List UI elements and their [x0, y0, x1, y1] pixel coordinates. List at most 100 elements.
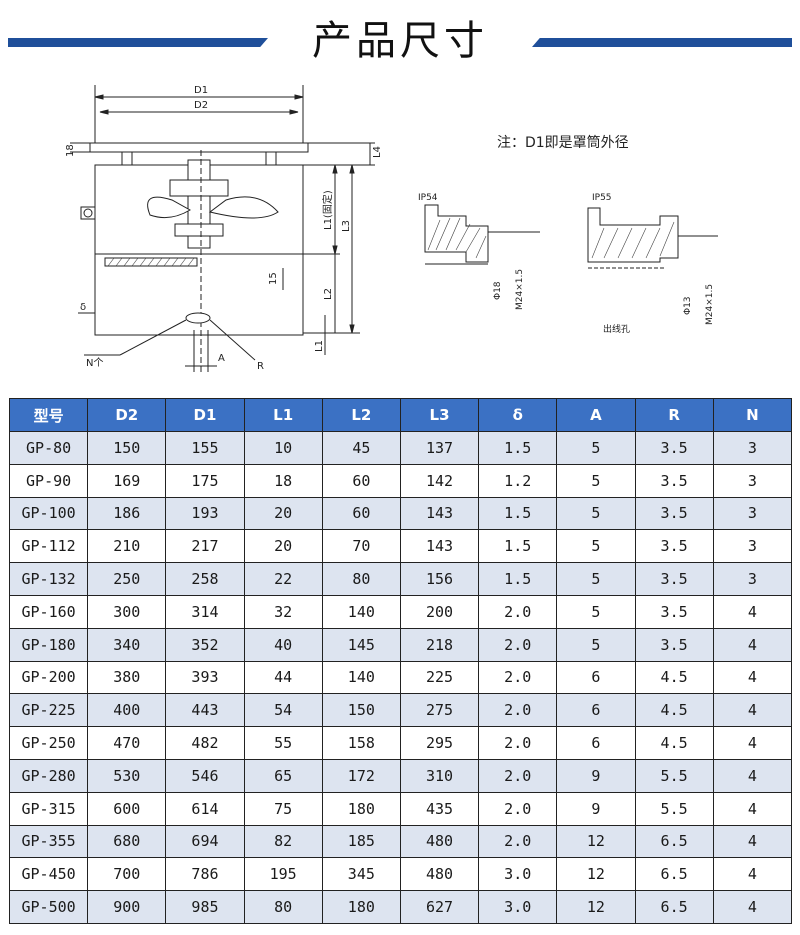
- table-cell: 55: [243, 726, 323, 760]
- table-cell: GP-250: [8, 726, 89, 760]
- table-cell: 142: [399, 463, 480, 498]
- table-cell: 4: [712, 693, 793, 728]
- table-cell: 4: [712, 791, 793, 826]
- table-cell: 20: [243, 529, 323, 564]
- table-cell: 155: [165, 431, 245, 465]
- table-cell: 3: [712, 562, 793, 596]
- table-cell: 2.0: [478, 660, 558, 695]
- table-cell: 200: [399, 594, 480, 629]
- table-cell: 180: [321, 791, 401, 826]
- table-cell: 482: [165, 726, 245, 760]
- table-cell: 3.5: [634, 562, 714, 596]
- table-cell: GP-200: [8, 660, 89, 695]
- table-cell: GP-355: [8, 824, 89, 859]
- table-cell: 2.0: [478, 726, 558, 760]
- col-header-l2: L2: [321, 398, 401, 432]
- table-cell: 60: [321, 463, 401, 498]
- table-cell: 54: [243, 693, 323, 728]
- table-cell: 2.0: [478, 627, 558, 662]
- table-cell: 250: [87, 562, 167, 596]
- table-cell: GP-450: [8, 857, 89, 892]
- table-cell: 470: [87, 726, 167, 760]
- table-cell: 2.0: [478, 693, 558, 728]
- title-bar-right: [532, 38, 792, 47]
- label-m24-a: M24×1.5: [515, 269, 525, 310]
- table-cell: 4: [712, 660, 793, 695]
- table-cell: 300: [87, 594, 167, 629]
- table-cell: 80: [321, 562, 401, 596]
- table-cell: GP-90: [8, 463, 89, 498]
- table-cell: 4.5: [634, 693, 714, 728]
- label-r: R: [257, 361, 264, 372]
- table-cell: 70: [321, 529, 401, 564]
- label-outlet: 出线孔: [603, 323, 630, 335]
- table-cell: 480: [399, 824, 480, 859]
- table-cell: 6: [556, 660, 636, 695]
- table-cell: 4: [712, 594, 793, 629]
- table-cell: 530: [87, 758, 167, 793]
- table-cell: 380: [87, 660, 167, 695]
- table-cell: GP-180: [8, 627, 89, 662]
- table-cell: 4: [712, 627, 793, 662]
- table-cell: 18: [243, 463, 323, 498]
- col-header-model: 型号: [8, 398, 89, 432]
- label-delta: δ: [80, 302, 86, 313]
- table-cell: 3.5: [634, 431, 714, 465]
- table-cell: 680: [87, 824, 167, 859]
- table-cell: 275: [399, 693, 480, 728]
- col-header-r: R: [634, 398, 714, 432]
- table-cell: GP-132: [8, 562, 89, 596]
- table-cell: 143: [399, 496, 480, 531]
- table-cell: 45: [321, 431, 401, 465]
- table-cell: 546: [165, 758, 245, 793]
- table-cell: 3.5: [634, 463, 714, 498]
- table-cell: GP-80: [8, 431, 89, 465]
- table-cell: 2.0: [478, 791, 558, 826]
- label-a: A: [218, 353, 225, 364]
- table-cell: 145: [321, 627, 401, 662]
- table-cell: 614: [165, 791, 245, 826]
- table-cell: 5: [556, 463, 636, 498]
- table-cell: 75: [243, 791, 323, 826]
- title-section: 产品尺寸: [0, 0, 800, 80]
- table-cell: 12: [556, 890, 636, 924]
- label-l1-fixed: L1(固定): [321, 190, 334, 230]
- table-cell: 3: [712, 431, 793, 465]
- table-cell: 345: [321, 857, 401, 892]
- table-cell: 1.5: [478, 529, 558, 564]
- table-cell: 44: [243, 660, 323, 695]
- table-cell: 5.5: [634, 758, 714, 793]
- table-cell: GP-280: [8, 758, 89, 793]
- col-header-l1: L1: [243, 398, 323, 432]
- label-phi18: Φ18: [493, 281, 503, 300]
- label-18: 18: [65, 144, 76, 157]
- table-cell: 6: [556, 693, 636, 728]
- table-cell: 340: [87, 627, 167, 662]
- table-cell: 3.5: [634, 627, 714, 662]
- table-cell: 218: [399, 627, 480, 662]
- table-cell: 1.5: [478, 431, 558, 465]
- table-cell: 6.5: [634, 824, 714, 859]
- table-cell: 4.5: [634, 660, 714, 695]
- note-text: 注：D1即是罩筒外径: [497, 135, 629, 151]
- table-cell: 158: [321, 726, 401, 760]
- table-cell: 2.0: [478, 594, 558, 629]
- table-cell: 5: [556, 496, 636, 531]
- table-cell: 12: [556, 824, 636, 859]
- table-cell: 150: [87, 431, 167, 465]
- table-cell: 627: [399, 890, 480, 924]
- table-cell: 4: [712, 758, 793, 793]
- table-cell: 40: [243, 627, 323, 662]
- label-m24-b: M24×1.5: [705, 284, 715, 325]
